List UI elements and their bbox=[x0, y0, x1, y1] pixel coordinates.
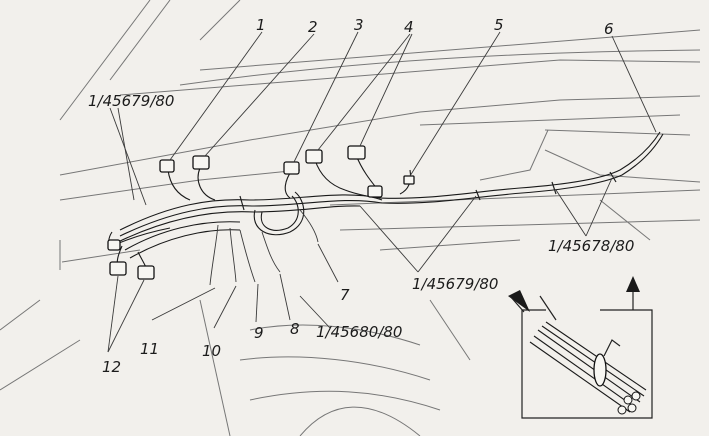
connector bbox=[109, 261, 127, 276]
arrow-icon bbox=[626, 276, 640, 292]
arrow-icon bbox=[508, 290, 530, 312]
connector bbox=[305, 149, 323, 164]
harness-clips bbox=[239, 171, 617, 211]
callout-11: 11 bbox=[140, 340, 159, 358]
callout-12: 12 bbox=[102, 358, 121, 376]
connector bbox=[192, 155, 210, 170]
connector bbox=[403, 175, 415, 185]
callout-6: 6 bbox=[604, 20, 614, 38]
leader-lines bbox=[107, 31, 657, 353]
main-harness bbox=[108, 131, 664, 286]
part-label-center: 1/45679/80 bbox=[412, 275, 498, 293]
part-label-bottom: 1/45680/80 bbox=[316, 323, 402, 341]
connector bbox=[107, 239, 121, 251]
callout-2: 2 bbox=[308, 18, 318, 36]
connector bbox=[137, 265, 155, 280]
callout-4: 4 bbox=[404, 18, 414, 36]
callout-1: 1 bbox=[256, 16, 266, 34]
connector bbox=[283, 161, 300, 175]
callout-3: 3 bbox=[354, 16, 364, 34]
connectors bbox=[107, 145, 415, 280]
part-label-right: 1/45678/80 bbox=[548, 237, 634, 255]
callout-10: 10 bbox=[202, 342, 221, 360]
connector bbox=[347, 145, 366, 160]
callout-5: 5 bbox=[494, 16, 504, 34]
part-label-top-left: 1/45679/80 bbox=[88, 92, 174, 110]
callout-7: 7 bbox=[340, 286, 350, 304]
connector bbox=[159, 159, 175, 173]
callout-8: 8 bbox=[290, 320, 300, 338]
connector bbox=[367, 185, 383, 198]
cable-bundle-icon bbox=[529, 321, 647, 415]
clip-detail-inset bbox=[508, 276, 653, 419]
callout-9: 9 bbox=[254, 324, 264, 342]
